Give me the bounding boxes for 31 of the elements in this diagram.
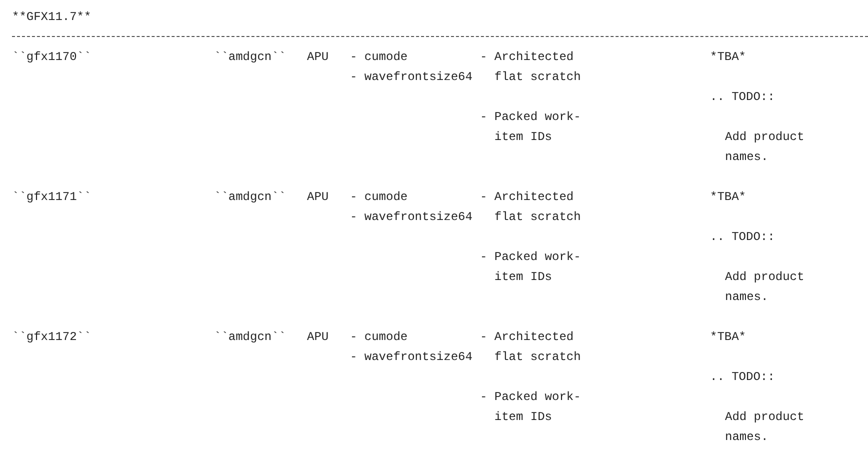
- todo-note: Add product names.: [725, 409, 806, 446]
- product-note: *TBA*: [710, 189, 746, 206]
- processor-type: APU: [307, 49, 329, 66]
- todo-directive: .. TODO::: [710, 89, 775, 106]
- feature-item: - cumode: [350, 49, 408, 66]
- feature-item: - cumode: [350, 329, 408, 346]
- target-triple: ``amdgcn``: [214, 329, 286, 346]
- todo-directive: .. TODO::: [710, 369, 775, 386]
- feature-item: - Packed work-item IDs: [480, 249, 582, 286]
- target-triple: ``amdgcn``: [214, 49, 286, 66]
- processor-name: ``gfx1172``: [12, 329, 92, 346]
- feature-item: - Architected flat scratch: [480, 329, 582, 366]
- processor-type: APU: [307, 329, 329, 346]
- processor-name: ``gfx1171``: [12, 189, 92, 206]
- feature-item: - wavefrontsize64: [350, 69, 472, 86]
- feature-item: - Architected flat scratch: [480, 49, 582, 86]
- feature-item: - Packed work-item IDs: [480, 109, 582, 146]
- feature-item: - Architected flat scratch: [480, 189, 582, 226]
- product-note: *TBA*: [710, 49, 746, 66]
- processor-type: APU: [307, 189, 329, 206]
- feature-item: - cumode: [350, 189, 408, 206]
- target-triple: ``amdgcn``: [214, 189, 286, 206]
- feature-item: - wavefrontsize64: [350, 209, 472, 226]
- todo-note: Add product names.: [725, 269, 806, 306]
- feature-item: - wavefrontsize64: [350, 349, 472, 366]
- feature-item: - Packed work-item IDs: [480, 389, 582, 426]
- todo-note: Add product names.: [725, 129, 806, 166]
- todo-directive: .. TODO::: [710, 229, 775, 246]
- heading: **GFX11.7**: [12, 9, 92, 26]
- processor-name: ``gfx1170``: [12, 49, 92, 66]
- product-note: *TBA*: [710, 329, 746, 346]
